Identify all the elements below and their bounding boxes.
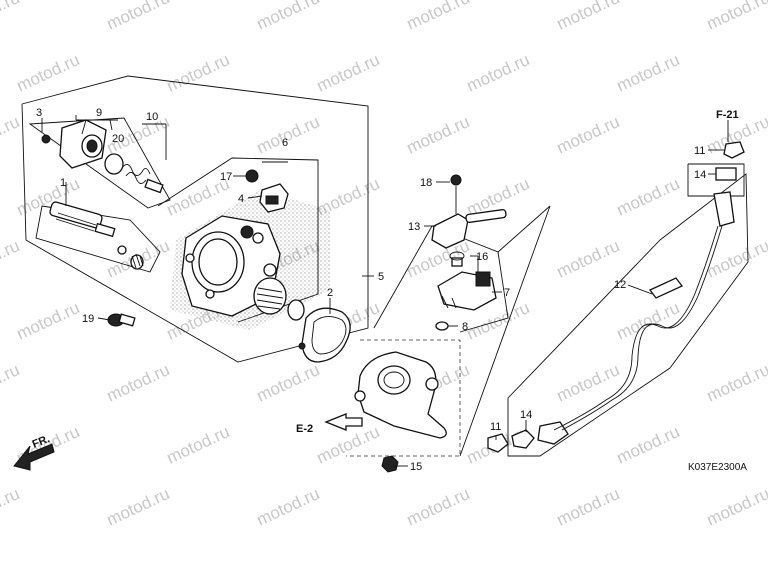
watermark-text: motod.ru (0, 484, 22, 530)
callout-15: 15 (410, 461, 422, 473)
watermark-text: motod.ru (0, 0, 22, 34)
watermark-text: motod.ru (0, 112, 22, 158)
watermark-text: motod.ru (104, 360, 173, 406)
watermark-text: motod.ru (254, 112, 323, 158)
callout-2: 2 (327, 287, 333, 299)
diagram-code: K037E2300A (688, 462, 747, 473)
callout-7: 7 (504, 287, 510, 299)
callout-16: 16 (476, 251, 488, 263)
watermark-text: motod.ru (554, 112, 623, 158)
callout-8: 8 (462, 321, 468, 333)
ref-e2: E-2 (296, 423, 313, 435)
watermark-text: motod.ru (614, 50, 683, 96)
part-12-wire-harness (553, 225, 723, 431)
watermark-text: motod.ru (554, 484, 623, 530)
callout-11-upper: 11 (694, 145, 705, 157)
watermark-text: motod.ru (704, 0, 768, 34)
callout-9: 9 (96, 107, 102, 119)
watermark-text: motod.ru (554, 236, 623, 282)
watermark-text: motod.ru (254, 0, 323, 34)
callout-5: 5 (378, 271, 384, 283)
watermark-text: motod.ru (404, 484, 473, 530)
watermark-text: motod.ru (554, 360, 623, 406)
watermark-text: motod.ru (14, 50, 83, 96)
part-11-14-connectors (487, 141, 745, 453)
callout-1: 1 (60, 177, 66, 189)
watermark-text: motod.ru (704, 484, 768, 530)
part-15-intake-manifold (354, 351, 447, 473)
callout-17: 17 (220, 171, 232, 183)
watermark-text: motod.ru (314, 422, 383, 468)
watermark-text: motod.ru (314, 50, 383, 96)
callout-10: 10 (146, 111, 158, 123)
watermark-text: motod.ru (104, 0, 173, 34)
part-13-18-delivery-pipe (431, 174, 507, 249)
watermark-text: motod.ru (0, 236, 22, 282)
callout-labels: 1 2 3 4 5 6 7 8 9 10 11 11 12 13 14 14 1… (31, 107, 748, 473)
watermark-text: motod.ru (614, 174, 683, 220)
watermark-text: motod.ru (0, 360, 22, 406)
watermark-text: motod.ru (404, 0, 473, 34)
part-5-throttle-body (170, 190, 330, 330)
watermark-text: motod.ru (164, 50, 233, 96)
callout-4: 4 (238, 193, 244, 205)
leader-lines (41, 115, 729, 467)
watermark-text: motod.ru (704, 236, 768, 282)
watermark-text: motod.ru (254, 484, 323, 530)
callout-14-lower: 14 (520, 409, 532, 421)
callout-19: 19 (82, 313, 94, 325)
callout-20: 20 (112, 133, 124, 145)
watermark-text: motod.ru (254, 360, 323, 406)
watermark-text: motod.ru (554, 0, 623, 34)
watermark-text: motod.ru (464, 50, 533, 96)
watermark-text: motod.ru (614, 298, 683, 344)
watermark-text: motod.ru (614, 422, 683, 468)
callout-14-upper: 14 (694, 169, 706, 181)
watermark-text: motod.ru (104, 484, 173, 530)
callout-3: 3 (36, 107, 42, 119)
part-2-gasket (298, 307, 351, 363)
ref-f21: F-21 (716, 109, 739, 121)
callout-13: 13 (408, 221, 420, 233)
part-19-bolt (107, 313, 136, 327)
watermark-text: motod.ru (404, 112, 473, 158)
front-direction-arrow (13, 443, 55, 471)
watermark-text: motod.ru (704, 360, 768, 406)
e2-reference-arrow (324, 413, 363, 431)
part-9-20-sensor-assembly (28, 117, 171, 209)
watermark-text: motod.ru (14, 298, 83, 344)
callout-11-lower: 11 (490, 421, 501, 433)
part-7-injector (435, 251, 497, 331)
part-1-idle-screw (35, 201, 161, 273)
callout-12: 12 (614, 279, 626, 291)
callout-6: 6 (282, 137, 288, 149)
watermark-text: motod.ru (164, 422, 233, 468)
callout-18: 18 (420, 177, 432, 189)
